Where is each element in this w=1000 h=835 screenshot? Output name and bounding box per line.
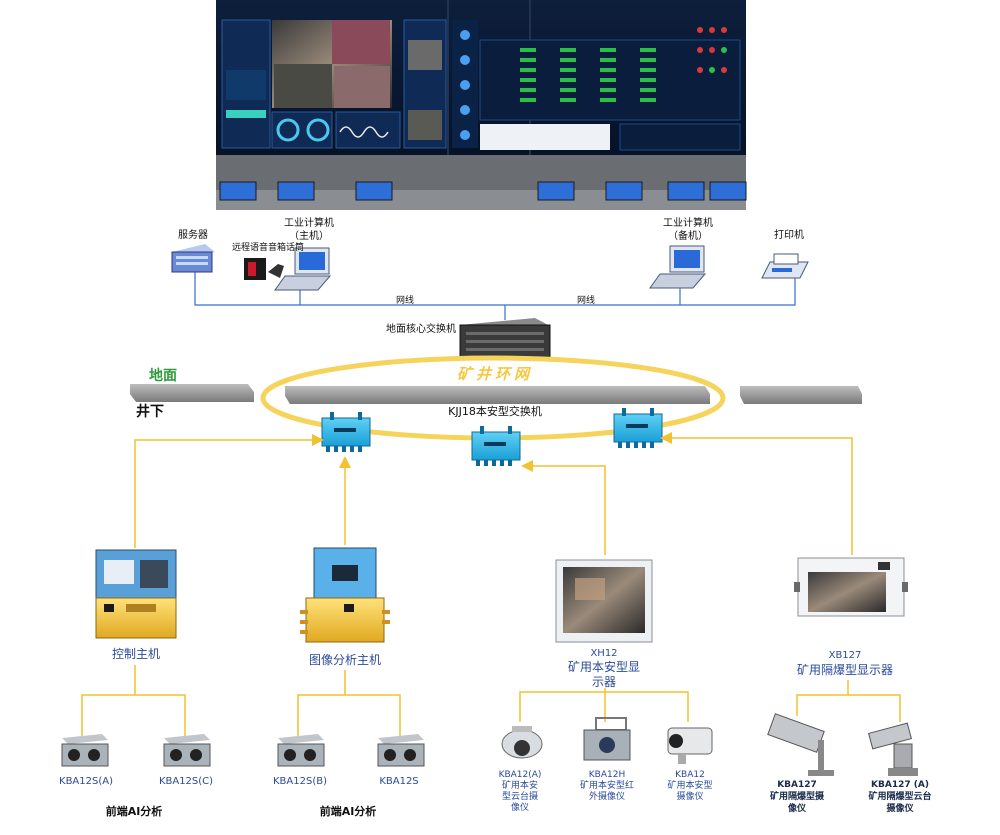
industrial-pc-backup: [649, 245, 707, 289]
server-device: [171, 244, 215, 273]
group-left-label: 前端AI分析: [105, 805, 163, 818]
camera-kba127-a-ptz: [867, 722, 918, 776]
camera-c8-label-line3: 像仪: [787, 804, 807, 814]
group-mid-label: 前端AI分析: [319, 805, 377, 818]
ring-switch-label: KJJ18本安型交换机: [448, 405, 542, 418]
ipc-main-label-line1: 工业计算机: [284, 218, 334, 229]
camera-c5-label-line4: 像仪: [510, 803, 530, 813]
camera-kba12s: [377, 734, 425, 767]
camera-c6-label-line2: 矿用本安型红: [579, 781, 635, 791]
display-xb127-device: [794, 557, 908, 617]
camera-kba12s-c: [163, 734, 211, 767]
camera-kba12h: [583, 717, 631, 761]
camera-kba127: [767, 713, 834, 776]
ground-separator: [130, 384, 862, 404]
camera-c6-label-line3: 外摄像仪: [588, 792, 626, 802]
ring-network-label: 矿井环网: [456, 365, 534, 383]
camera-c1-label: KBA12S(A): [59, 776, 113, 787]
ring-switch-left: [321, 412, 371, 452]
camera-c7-label-line3: 摄像仪: [676, 792, 704, 802]
camera-c8-label-line2: 矿用隔爆型摄: [769, 792, 825, 802]
camera-c9-label-line3: 摄像仪: [886, 804, 914, 814]
camera-links: [81, 665, 901, 738]
ring-switch-right: [613, 408, 663, 448]
display1-label-line1: XH12: [590, 648, 618, 659]
image-host-label: 图像分析主机: [308, 653, 382, 667]
camera-c4-label: KBA12S: [379, 776, 419, 787]
voice-device-label: 远程语音音箱话筒: [232, 243, 305, 253]
camera-kba12s-a: [61, 734, 109, 767]
camera-c7-label-line2: 矿用本安型: [667, 781, 713, 791]
ipc-backup-label-line2: （备机）: [668, 231, 708, 242]
camera-c9-label-line2: 矿用隔爆型云台: [868, 792, 932, 802]
ring-switch-center: [471, 426, 521, 466]
video-wall: [216, 0, 747, 210]
camera-c8-label-line1: KBA127: [777, 780, 817, 790]
display2-label-line1: XB127: [828, 650, 862, 661]
camera-c5-label-line2: 矿用本安: [501, 781, 539, 791]
core-switch-label: 地面核心交换机: [386, 324, 456, 335]
camera-c6-label-line1: KBA12H: [588, 770, 626, 780]
camera-c3-label: KBA12S(B): [273, 776, 327, 787]
camera-c2-label: KBA12S(C): [158, 776, 214, 787]
camera-kba12-a-ptz: [501, 726, 543, 759]
display-xh12-device: [555, 559, 653, 643]
ground-label: 地面: [149, 368, 177, 384]
voice-speaker-device: [244, 258, 284, 280]
underground-links: [134, 432, 853, 555]
display1-label-line3: 示器: [591, 675, 617, 689]
network-cable-label-left: 网线: [395, 296, 415, 306]
industrial-pc-main: [274, 247, 332, 291]
display1-label-line2: 矿用本安型显: [567, 660, 641, 674]
camera-c5-label-line3: 型云台摄: [501, 792, 539, 802]
camera-c7-label-line1: KBA12: [675, 770, 705, 780]
printer-device: [761, 253, 809, 279]
network-cable-label-right: 网线: [576, 296, 596, 306]
core-switch-device: [459, 318, 551, 360]
ipc-backup-label-line1: 工业计算机: [663, 218, 713, 229]
camera-c5-label-line1: KBA12(A): [498, 770, 542, 780]
display2-label-line2: 矿用隔爆型显示器: [796, 663, 894, 677]
underground-label: 井下: [136, 404, 164, 420]
camera-c9-label-line1: KBA127 (A): [871, 780, 929, 790]
control-host-label: 控制主机: [111, 647, 161, 661]
printer-label: 打印机: [774, 230, 804, 241]
image-analysis-host-device: [300, 547, 390, 643]
camera-kba12: [667, 727, 713, 764]
ipc-main-label-line2: （主机）: [289, 231, 329, 242]
camera-kba12s-b: [277, 734, 325, 767]
control-host-device: [95, 549, 177, 639]
server-label: 服务器: [178, 230, 208, 241]
